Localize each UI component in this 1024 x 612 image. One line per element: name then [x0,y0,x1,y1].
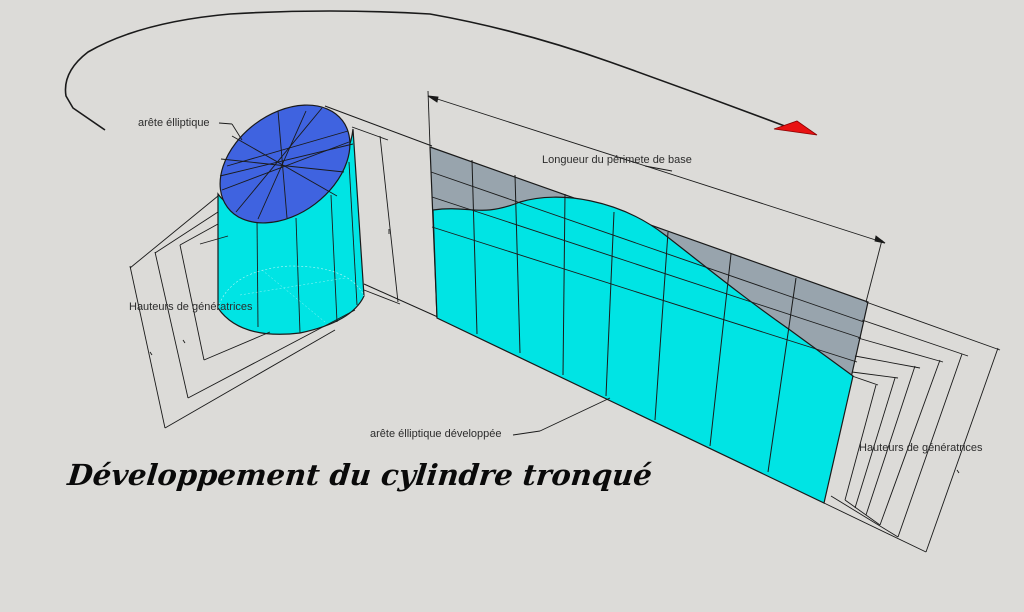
elliptic-top [219,104,354,224]
red-arrowhead-icon [773,120,818,136]
diagram-title: Développement du cylindre tronqué [66,458,654,492]
cylinder-height-dimension [351,126,401,305]
perimeter-dimension [427,90,886,303]
elliptic-edge-label: arête élliptique [138,117,210,129]
label-leaders [218,122,611,436]
right-generator-dimensions [823,301,1001,553]
generator-heights-right-label: Hauteurs de génératrices [859,442,983,454]
developed-surface [429,146,869,504]
rotation-arrow [64,10,818,136]
left-generator-dimensions [129,195,356,429]
generator-heights-left-label: Hauteurs de génératrices [129,301,253,313]
projection-lines [324,105,441,319]
developed-elliptic-edge-label: arête élliptique développée [370,428,502,440]
developed-cyan-region [432,196,854,504]
base-perimeter-label: Longueur du périmete de base [542,154,692,166]
truncated-cylinder [217,104,365,335]
